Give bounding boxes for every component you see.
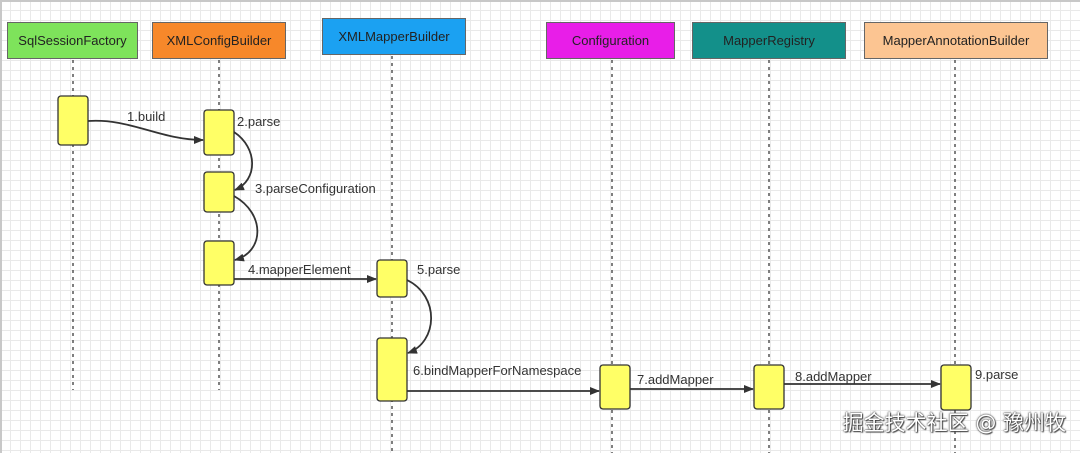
activation-box xyxy=(203,109,235,156)
message-arrows xyxy=(87,119,941,395)
frame-top-edge xyxy=(0,0,1080,2)
message-label: 5.parse xyxy=(417,262,460,277)
message-label: 2.parse xyxy=(237,114,280,129)
participant-xmlconfigbuilder: XMLConfigBuilder xyxy=(152,22,286,59)
message-label: 3.parseConfiguration xyxy=(255,181,376,196)
activation-box xyxy=(203,240,235,286)
message-labels: 1.build 2.parse 3.parseConfiguration 4.m… xyxy=(127,109,1018,387)
activation-box xyxy=(203,171,235,213)
message-label: 8.addMapper xyxy=(795,369,872,384)
participant-configuration: Configuration xyxy=(546,22,675,59)
participant-sqlsessionfactory: SqlSessionFactory xyxy=(7,22,138,59)
activation-box xyxy=(599,364,631,410)
activations xyxy=(57,95,972,411)
activation-box xyxy=(753,364,785,410)
participant-mapperregistry: MapperRegistry xyxy=(692,22,846,59)
participant-mapperannotationbuilder: MapperAnnotationBuilder xyxy=(864,22,1048,59)
activation-box xyxy=(376,259,408,298)
activation-box xyxy=(940,364,972,411)
arrow-parse-mapper xyxy=(406,279,432,354)
arrow-parse xyxy=(233,131,254,191)
message-label: 6.bindMapperForNamespace xyxy=(413,363,581,378)
message-label: 7.addMapper xyxy=(637,372,714,387)
message-label: 4.mapperElement xyxy=(248,262,351,277)
frame-left-edge xyxy=(0,0,2,453)
activation-box xyxy=(376,337,408,402)
message-label: 1.build xyxy=(127,109,165,124)
arrow-build xyxy=(87,119,204,144)
watermark: 掘金技术社区 @ 豫州牧 xyxy=(842,411,1066,435)
activation-box xyxy=(57,95,89,146)
participant-xmlmapperbuilder: XMLMapperBuilder xyxy=(322,18,466,55)
message-label: 9.parse xyxy=(975,367,1018,382)
arrow-parse-configuration xyxy=(233,195,259,262)
